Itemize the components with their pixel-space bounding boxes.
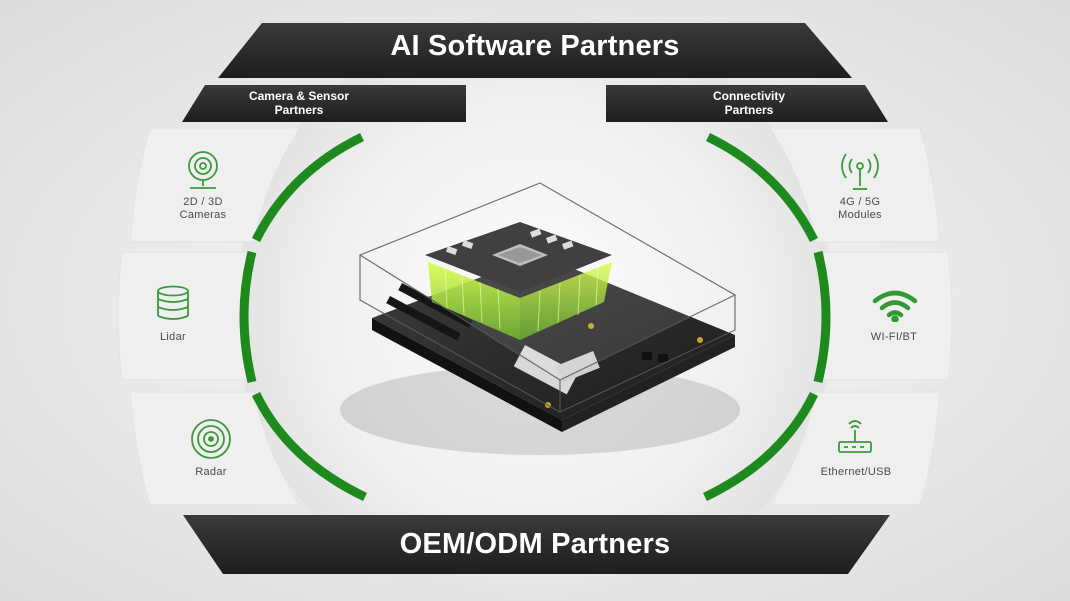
wifi-icon xyxy=(872,290,918,322)
left-tile-radar xyxy=(129,391,301,506)
wifi-bt-label: WI-FI/BT xyxy=(870,331,918,343)
left-arc-middle xyxy=(239,250,257,384)
lidar-icon xyxy=(155,285,191,323)
left-tile-camera xyxy=(129,127,301,243)
antenna-icon xyxy=(838,150,882,192)
left-sub-banner xyxy=(182,85,466,122)
ethernet-usb-label: Ethernet/USB xyxy=(820,466,892,478)
lidar-label: Lidar xyxy=(160,331,186,343)
acrylic-enclosure xyxy=(358,182,737,414)
cameras-label-line1: 2D / 3D xyxy=(183,196,223,208)
left-tile-group xyxy=(117,127,301,506)
right-green-arcs xyxy=(703,132,831,502)
left-arc-top xyxy=(251,132,364,243)
modules-label: 4G / 5G Modules xyxy=(800,196,920,222)
camera-icon xyxy=(184,150,222,192)
camera-sensor-partners-header: Camera & Sensor Partners xyxy=(199,89,399,117)
camera-sensor-header-line1: Camera & Sensor xyxy=(248,89,350,103)
right-tile-antenna xyxy=(769,127,941,243)
right-arc-middle xyxy=(813,250,831,384)
cameras-label: 2D / 3D Cameras xyxy=(143,196,263,222)
radar-label: Radar xyxy=(195,466,227,478)
radar-icon xyxy=(190,418,232,460)
right-tile-router xyxy=(769,391,941,506)
connectivity-partners-header: Connectivity Partners xyxy=(649,89,849,117)
camera-sensor-header-line2: Partners xyxy=(274,103,324,117)
module-illustration xyxy=(340,182,740,455)
modules-label-line1: 4G / 5G xyxy=(839,196,881,208)
bottom-banner-title: OEM/ODM Partners xyxy=(399,528,671,560)
cameras-label-line2: Cameras xyxy=(179,209,227,221)
modules-label-line2: Modules xyxy=(838,209,882,221)
left-arc-bottom xyxy=(251,392,367,502)
connectivity-header-line2: Partners xyxy=(724,103,774,117)
router-icon xyxy=(835,418,875,458)
bottom-banner xyxy=(183,515,890,574)
top-banner xyxy=(218,23,852,78)
top-banner-title: AI Software Partners xyxy=(390,30,680,62)
heatsink-glow xyxy=(428,262,612,340)
left-green-arcs xyxy=(239,132,367,502)
connectivity-header-line1: Connectivity xyxy=(712,89,785,103)
right-arc-top xyxy=(706,132,819,243)
right-sub-banner xyxy=(606,85,888,122)
right-arc-bottom xyxy=(703,392,819,502)
